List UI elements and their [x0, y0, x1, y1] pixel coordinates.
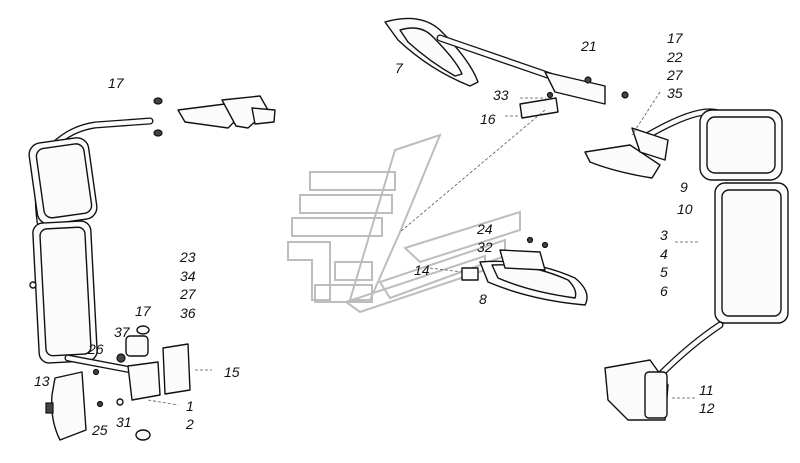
- right-mirror-assembly: [584, 108, 789, 421]
- label-13: 13: [34, 373, 50, 389]
- label-6: 6: [660, 283, 668, 299]
- label-21: 21: [580, 38, 597, 54]
- label-16: 16: [480, 111, 496, 127]
- left-mirror-assembly: [28, 95, 276, 441]
- label-35: 35: [667, 85, 683, 101]
- label-23: 23: [179, 249, 196, 265]
- label-17a: 17: [108, 75, 125, 91]
- label-36: 36: [180, 305, 196, 321]
- label-26: 26: [87, 341, 104, 357]
- label-7: 7: [395, 60, 404, 76]
- label-8: 8: [479, 291, 487, 307]
- label-14: 14: [414, 262, 430, 278]
- label-24: 24: [476, 221, 493, 237]
- label-31: 31: [116, 414, 132, 430]
- label-4: 4: [660, 246, 668, 262]
- label-27a: 27: [666, 67, 684, 83]
- label-17b: 17: [667, 30, 684, 46]
- label-3: 3: [660, 227, 668, 243]
- label-15: 15: [224, 364, 240, 380]
- center-arm-assembly: [461, 236, 588, 306]
- label-25: 25: [91, 422, 108, 438]
- label-11: 11: [699, 382, 714, 398]
- label-34: 34: [180, 268, 196, 284]
- label-33: 33: [493, 87, 509, 103]
- leader-lines: [147, 91, 700, 406]
- label-1: 1: [186, 398, 194, 414]
- label-17c: 17: [135, 303, 152, 319]
- label-5: 5: [660, 264, 668, 280]
- label-27b: 27: [179, 286, 197, 302]
- label-12: 12: [699, 400, 715, 416]
- part-number-labels: 17 7 21 17 22 27 35 33 16 9 10 3 4 5 6 2…: [34, 30, 715, 438]
- label-22: 22: [666, 49, 683, 65]
- label-37: 37: [114, 324, 131, 340]
- label-32: 32: [477, 239, 493, 255]
- label-9: 9: [680, 179, 688, 195]
- label-2: 2: [185, 416, 194, 432]
- label-10: 10: [677, 201, 693, 217]
- top-arm-assembly: [384, 17, 629, 119]
